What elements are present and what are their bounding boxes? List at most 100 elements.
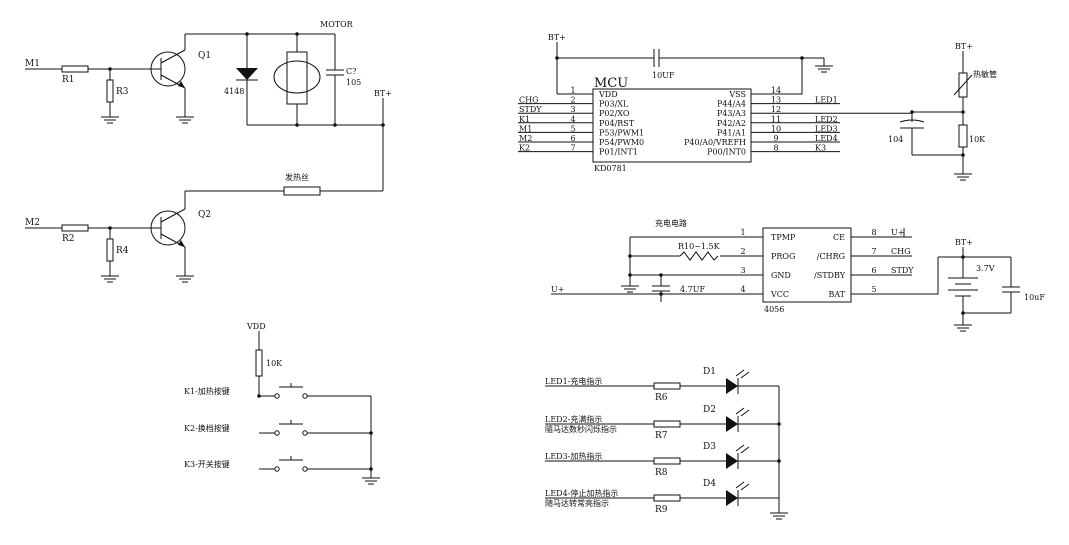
cap47-label: 4.7UF — [680, 285, 705, 294]
mcu-right-net-label: K3 — [815, 144, 826, 153]
charger-right-pin-name: CE — [833, 233, 845, 242]
r1-label: R1 — [62, 75, 75, 85]
cap-label: C? — [346, 67, 356, 76]
led-emission-arrow — [735, 369, 745, 377]
r10k-label: 10K — [969, 135, 986, 144]
q2-label: Q2 — [198, 210, 211, 220]
charger-right-pin-name: BAT — [828, 290, 845, 299]
key-contact — [302, 430, 308, 436]
led-diode — [726, 378, 738, 394]
heater-label: 发热丝 — [285, 172, 309, 182]
charger-left-pin-number: 2 — [740, 247, 745, 256]
mcu-right-net-label: LED4 — [815, 134, 838, 143]
charger-left-pin-number: 1 — [740, 228, 745, 237]
bt-plus-label: BT+ — [374, 89, 392, 98]
ground-symbol — [100, 116, 120, 124]
led-sublabel-4: 随马达转常亮指示 — [545, 498, 609, 508]
ground-symbol — [100, 275, 120, 283]
mcu-right-net-label: LED1 — [815, 96, 838, 105]
cap104-label: 104 — [888, 135, 903, 144]
junction-dot — [777, 459, 781, 463]
led-diode-label: D3 — [703, 442, 716, 452]
mcu-right-pin-name: P44/A4 — [717, 100, 746, 109]
key-label-1: K1-加热按键 — [184, 386, 230, 396]
led-label-1: LED1-充电指示 — [545, 376, 602, 386]
mcu-cap-label: 10UF — [652, 71, 675, 80]
ground-symbol — [953, 324, 973, 332]
r2-label: R2 — [62, 234, 75, 244]
led-label-4: LED4-停止加热指示 — [545, 488, 618, 498]
led-emission-arrow — [735, 481, 745, 489]
motor-symbol — [273, 60, 321, 94]
key-pullup-label: 10K — [266, 359, 283, 368]
mcu-right-pins: 14VSSLED113P44/A412P43/A3LED211P42/A2LED… — [684, 86, 912, 157]
junction-dot — [369, 431, 373, 435]
charger-title: 充电电路 — [655, 218, 687, 228]
led-emission-arrow — [740, 483, 750, 491]
r10k-resistor — [958, 124, 968, 148]
mcu-left-net-label: K2 — [519, 144, 530, 153]
charger-right-pin-number: 5 — [871, 285, 876, 294]
charger-right-net-label: U+ — [891, 228, 904, 237]
ground-symbol — [361, 477, 381, 485]
ground-symbol — [620, 285, 640, 293]
mcu-left-pin-name: P53/PWM1 — [599, 128, 644, 137]
charger-right-pin-name: /CHRG — [817, 252, 845, 261]
mcu-left-pin-name: P54/PWM0 — [599, 138, 644, 147]
charger-left-pin-number: 3 — [740, 266, 745, 275]
mcu-right-pin-number: 13 — [771, 96, 781, 105]
charger-left-pin-number: 4 — [740, 285, 745, 294]
led-rows: LED1-充电指示R6D1LED2-充满指示隨马达数秒闪烁指示R7D2LED3-… — [545, 367, 781, 515]
mcu-left-net-label: M2 — [519, 134, 532, 143]
led-resistor-label: R9 — [655, 505, 668, 515]
led-label-2: LED2-充满指示 — [545, 414, 602, 424]
led-resistor-label: R7 — [655, 431, 668, 441]
mcu-left-net-label: M1 — [519, 124, 532, 133]
mcu-left-net-label: CHG — [519, 96, 539, 105]
mcu-left-pin-number: 6 — [570, 134, 575, 143]
led-diode-label: D2 — [703, 405, 716, 415]
charger-part: 4056 — [764, 305, 784, 314]
r3-label: R3 — [116, 87, 129, 97]
key-contact — [274, 466, 280, 472]
key-contact — [274, 430, 280, 436]
m1-net-label: M1 — [25, 59, 40, 69]
junction-dot — [777, 422, 781, 426]
mcu-right-net-label: LED3 — [815, 124, 838, 133]
charger-right-pin-name: /STDBY — [814, 271, 846, 280]
mcu-right-pin-number: 10 — [771, 124, 781, 133]
mcu-left-pin-number: 3 — [570, 105, 575, 114]
diode-4148 — [236, 68, 258, 80]
ground-symbol — [769, 512, 789, 520]
mcu-right-net-label: LED2 — [815, 115, 838, 124]
mcu-chip — [592, 88, 752, 163]
key-label-3: K3-开关按键 — [184, 459, 230, 469]
led-diode — [726, 416, 738, 432]
battery-cap-label: 10uF — [1024, 293, 1045, 302]
m2-net-label: M2 — [25, 218, 40, 228]
heater-element — [283, 186, 321, 196]
mcu-right-pin-name: P00/INT0 — [707, 148, 746, 157]
r4-label: R4 — [116, 246, 129, 256]
mcu-part: KD0781 — [594, 164, 627, 173]
diode-label: 4148 — [224, 87, 244, 96]
prog-resistor-label: R10~1.5K — [678, 242, 721, 251]
charger-right-pin-number: 7 — [871, 247, 876, 256]
mcu-right-pin-name: P43/A3 — [717, 109, 746, 118]
led-diode-label: D4 — [703, 479, 716, 489]
motor-label: MOTOR — [320, 20, 354, 29]
led-section: LED1-充电指示R6D1LED2-充满指示隨马达数秒闪烁指示R7D2LED3-… — [545, 367, 789, 520]
mcu-left-pin-number: 1 — [570, 86, 575, 95]
mcu-left-pin-number: 4 — [570, 115, 575, 124]
mcu-left-pin-number: 2 — [570, 96, 575, 105]
charger-bt-plus: BT+ — [955, 238, 973, 247]
key-contact — [302, 393, 308, 399]
led-emission-arrow — [740, 409, 750, 417]
led-diode-label: D1 — [703, 367, 716, 377]
